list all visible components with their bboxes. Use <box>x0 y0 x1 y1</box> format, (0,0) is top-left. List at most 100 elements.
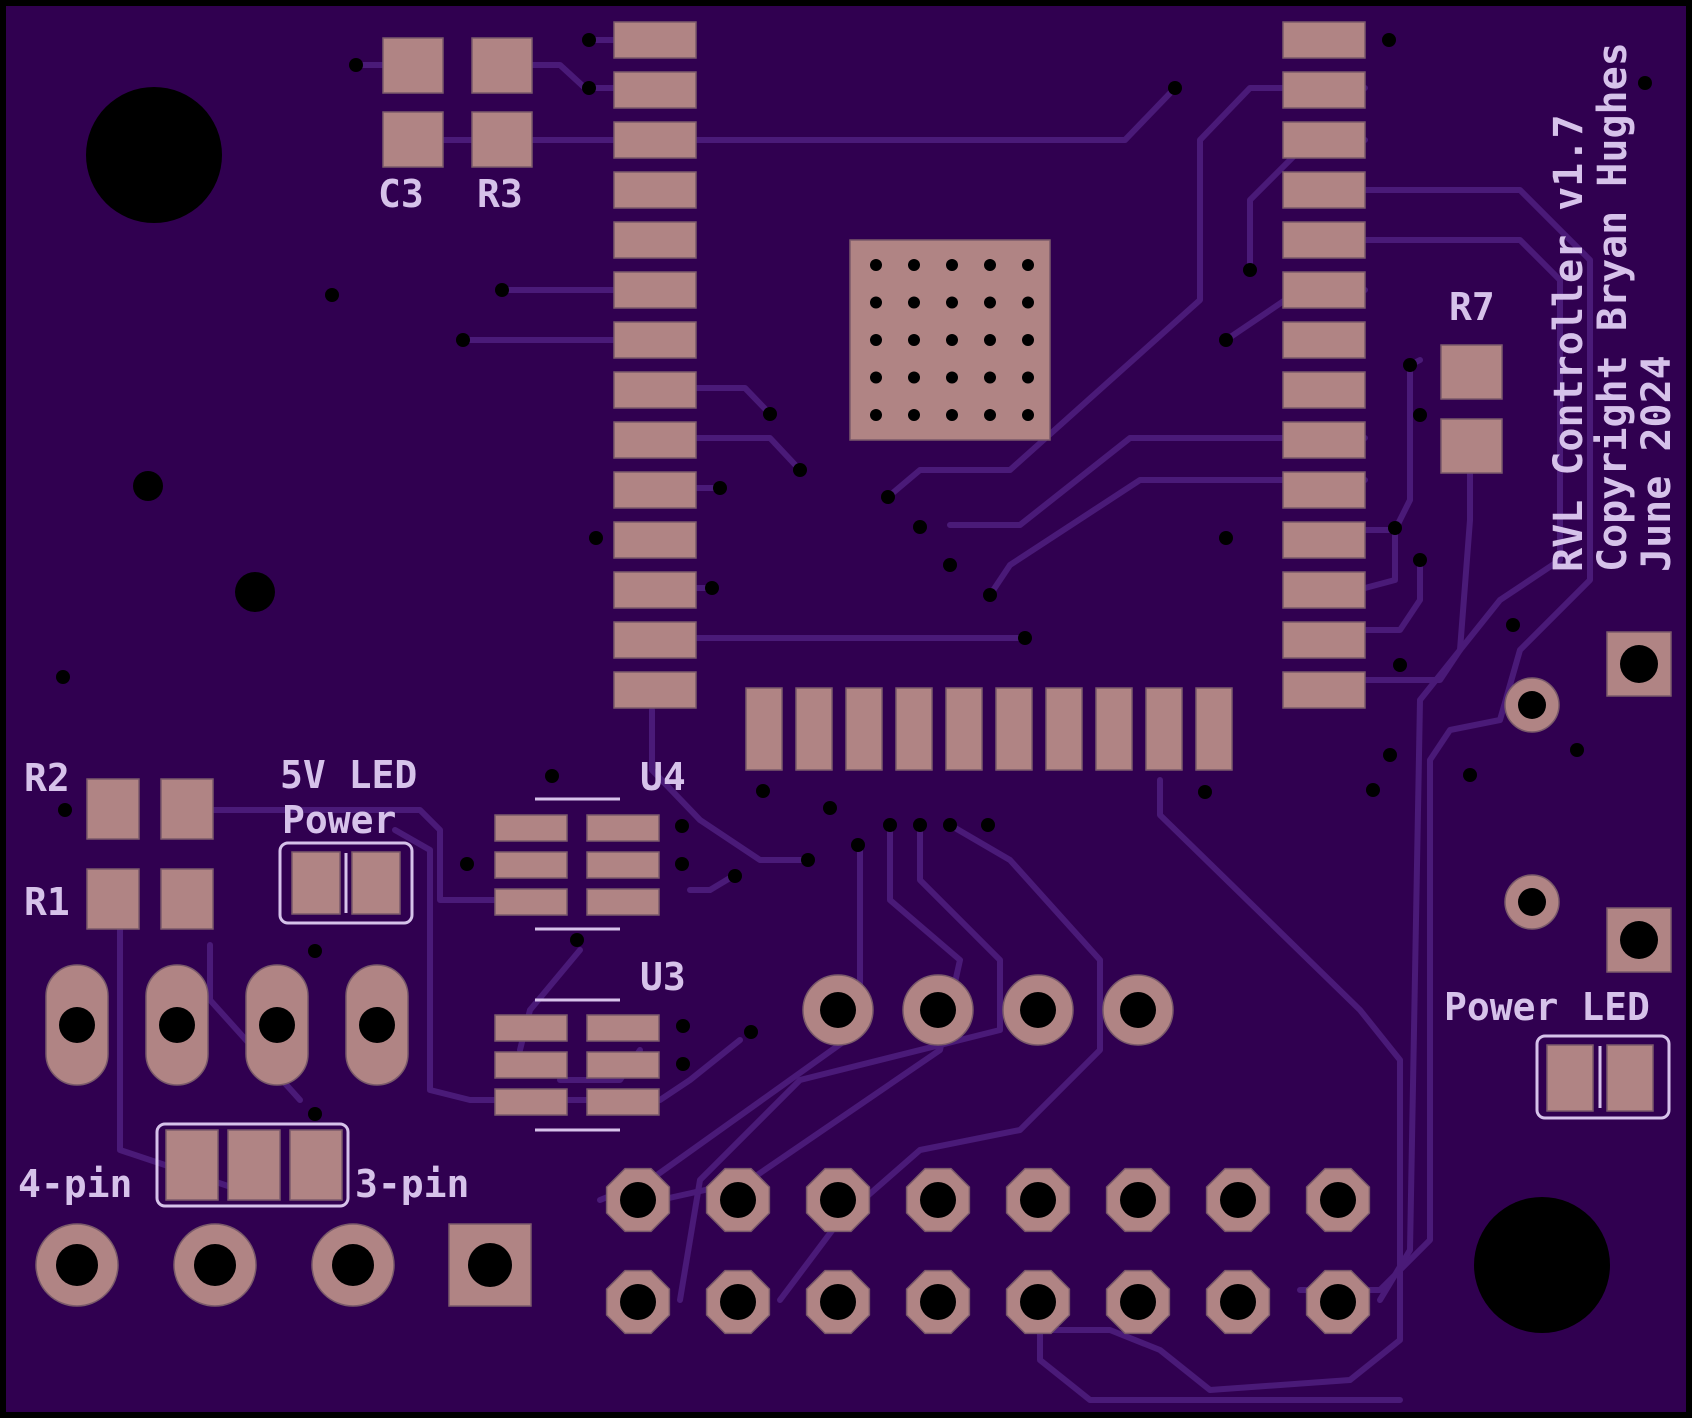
u4-pad <box>586 851 660 879</box>
right-pad-drill <box>1518 888 1546 916</box>
signal-header-pin-drill <box>820 992 856 1028</box>
gpio-header-pin-drill <box>820 1284 856 1320</box>
gpio-header-pin-drill <box>1020 1284 1056 1320</box>
esp32-left-pin <box>613 121 697 159</box>
r7-label: R7 <box>1449 285 1495 329</box>
u3-pads <box>494 1014 660 1116</box>
c3-label: C3 <box>378 172 424 216</box>
esp32-right-pin <box>1282 471 1366 509</box>
esp32-right-pin <box>1282 621 1366 659</box>
gpio-header-pin-drill <box>920 1182 956 1218</box>
r7-pad-1 <box>1440 344 1503 400</box>
gpio-header-pin-drill <box>820 1182 856 1218</box>
thermal-via <box>984 296 996 309</box>
gpio-header-pin-drill <box>1220 1284 1256 1320</box>
u3-pad <box>586 1014 660 1042</box>
esp32-bottom-pin <box>1045 687 1083 771</box>
gpio-header-pin-drill <box>720 1182 756 1218</box>
u4-pad <box>586 888 660 916</box>
thermal-via <box>984 334 996 346</box>
right-square-pad-drill <box>1620 645 1658 683</box>
esp32-bottom-pin <box>795 687 833 771</box>
gpio-header-pin-drill <box>1320 1284 1356 1320</box>
r1-pad-2 <box>160 868 214 930</box>
u4-label: U4 <box>640 755 686 799</box>
thermal-via <box>870 334 882 346</box>
u4-pad <box>494 851 568 879</box>
esp32-right-pin <box>1282 121 1366 159</box>
u4-pad <box>494 814 568 842</box>
power-connector-pin-drill <box>56 1244 98 1286</box>
esp32-left-pin <box>613 671 697 709</box>
thermal-via <box>870 371 882 384</box>
power-led-outline <box>1535 1034 1671 1120</box>
oval-connector-pin-drill <box>59 1007 95 1043</box>
thermal-via <box>1022 409 1034 421</box>
esp32-bottom-pin <box>1095 687 1133 771</box>
signal-header-pin-drill <box>1020 992 1056 1028</box>
power-led-pad-2 <box>1606 1044 1654 1112</box>
four-pin-label: 4-pin <box>18 1162 132 1206</box>
esp32-thermal-pad <box>849 239 1051 441</box>
thermal-via <box>908 259 920 271</box>
esp32-left-pin <box>613 271 697 309</box>
esp32-left-pin <box>613 521 697 559</box>
signal-header-pin-drill <box>1120 992 1156 1028</box>
led5v-pad-1 <box>291 851 341 915</box>
esp32-left-pin <box>613 571 697 609</box>
esp32-right-pin <box>1282 671 1366 709</box>
jumper-pad-1 <box>165 1129 219 1201</box>
esp32-right-pin <box>1282 221 1366 259</box>
esp32-left-pin <box>613 321 697 359</box>
u3-pad <box>586 1051 660 1079</box>
thermal-via <box>984 371 996 384</box>
esp32-right-pin <box>1282 71 1366 109</box>
jumper-pad-2 <box>227 1129 281 1201</box>
esp32-right-pin <box>1282 321 1366 359</box>
esp32-bottom-pins <box>745 687 1233 771</box>
esp32-bottom-pin <box>895 687 933 771</box>
u4-pads <box>494 814 660 916</box>
r2-pad-1 <box>86 778 140 840</box>
thermal-via <box>908 296 920 309</box>
thermal-via <box>1022 334 1034 346</box>
power-led-pad-1 <box>1546 1044 1594 1112</box>
power-led-label: Power LED <box>1444 985 1650 1029</box>
tooling-hole-2 <box>235 572 275 612</box>
power-connector-pin-1-drill <box>468 1243 512 1287</box>
thermal-via <box>1022 371 1034 384</box>
esp32-bottom-pin <box>945 687 983 771</box>
thermal-via <box>984 259 996 271</box>
thermal-via <box>946 259 958 271</box>
u3-label: U3 <box>640 955 686 999</box>
tooling-hole-1 <box>133 471 163 501</box>
led5v-label-line2: Power <box>282 798 396 842</box>
copper-pads <box>86 37 1654 1201</box>
gpio-header-pin-drill <box>1320 1182 1356 1218</box>
r3-pad-1 <box>471 37 533 94</box>
u3-pad <box>494 1051 568 1079</box>
led5v-outline <box>278 841 414 925</box>
gpio-header-pin-drill <box>620 1284 656 1320</box>
esp32-right-pin <box>1282 521 1366 559</box>
thermal-via <box>946 296 958 309</box>
jumper-outline <box>155 1122 350 1208</box>
through-hole-connectors <box>35 631 1672 1335</box>
gpio-header-pin-drill <box>1020 1182 1056 1218</box>
led5v-label-line1: 5V LED <box>280 753 417 797</box>
silkscreen-outlines <box>155 797 1671 1208</box>
esp32-right-pin <box>1282 21 1366 59</box>
u3-pad <box>494 1088 568 1116</box>
esp32-bottom-pin <box>745 687 783 771</box>
esp32-left-pins <box>613 21 697 709</box>
r1-pad-1 <box>86 868 140 930</box>
thermal-via <box>984 409 996 421</box>
thermal-via <box>870 259 882 271</box>
mounting-hole-bottom-right <box>1474 1197 1610 1333</box>
esp32-left-pin <box>613 621 697 659</box>
led5v-pad-2 <box>351 851 401 915</box>
thermal-via <box>946 371 958 384</box>
esp32-right-pin <box>1282 171 1366 209</box>
thermal-via <box>870 296 882 309</box>
right-pad-drill <box>1518 691 1546 719</box>
